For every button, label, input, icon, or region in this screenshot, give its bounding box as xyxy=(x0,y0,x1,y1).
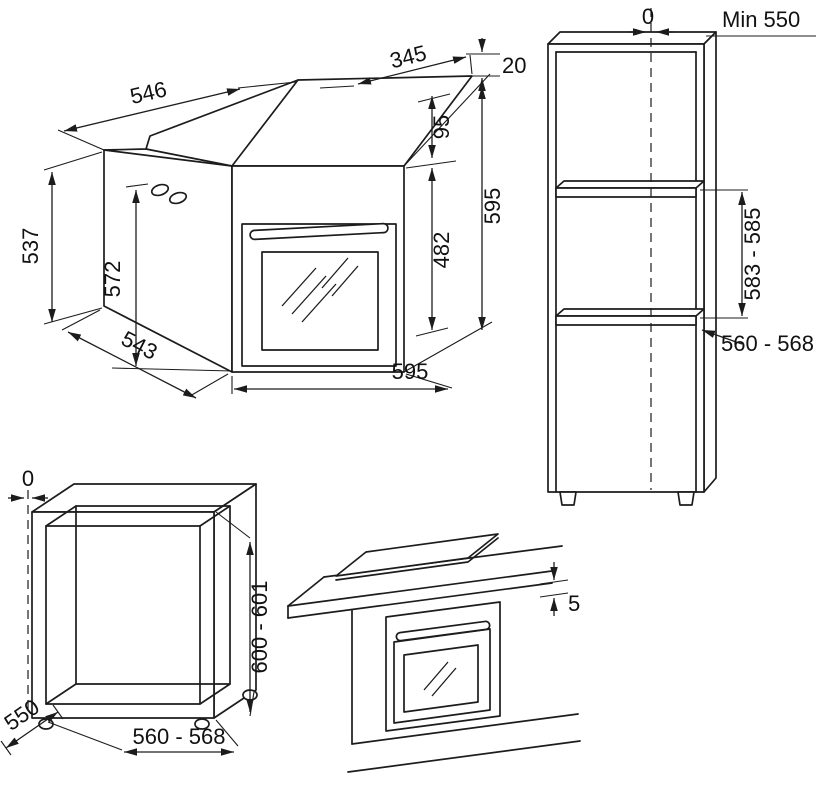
cabinet-foot xyxy=(677,491,695,506)
dim-base-niche-width: 560 - 568 xyxy=(47,719,239,756)
dim-column-niche-width: 560 - 568 xyxy=(701,329,814,356)
undercounter-oven-handle xyxy=(395,620,491,642)
dim-label-column-niche-width: 560 - 568 xyxy=(721,331,814,356)
dim-label-column-min-depth: Min 550 xyxy=(722,7,800,32)
dim-oven-front-height: 595 xyxy=(478,86,505,330)
undercounter-oven-glass xyxy=(403,644,479,713)
dim-column-zero-gap: 0 xyxy=(628,4,674,36)
dim-label-oven-top-width: 546 xyxy=(128,76,169,109)
oven-knob-icon xyxy=(150,183,170,197)
hob-oven-view: 5 xyxy=(287,533,581,773)
base-cabinet-lines xyxy=(27,483,258,730)
cabinet-foot xyxy=(559,491,577,506)
undercounter-oven-lines xyxy=(347,601,581,773)
dim-oven-front-width: 595 xyxy=(231,359,453,394)
dim-oven-back-height: 537 xyxy=(18,151,103,325)
tall-cabinet-front xyxy=(547,43,705,493)
tall-cabinet-lines xyxy=(547,8,717,506)
oven-knob-icon xyxy=(168,191,188,205)
dim-column-niche-height: 583 - 585 xyxy=(700,189,765,319)
dim-hob-gap: 5 xyxy=(539,562,580,616)
hob-surface xyxy=(335,533,499,577)
dim-base-zero-gap: 0 xyxy=(8,466,48,502)
dim-label-oven-lip: 20 xyxy=(502,53,526,78)
dim-label-column-zero: 0 xyxy=(642,4,654,29)
shelf-top xyxy=(555,180,705,189)
dim-oven-lip: 20 xyxy=(466,38,526,92)
oven-body-lines xyxy=(103,75,473,373)
base-cabinet-front xyxy=(31,511,215,719)
dim-label-oven-panel-height: 95 xyxy=(429,115,454,139)
shelf xyxy=(555,315,697,326)
oven-view: 546 345 20 95 xyxy=(18,38,526,399)
dim-label-base-zero: 0 xyxy=(22,466,34,491)
dim-label-base-height: 600 - 601 xyxy=(247,581,272,674)
cabinet-foot xyxy=(194,718,210,730)
hob-edge xyxy=(335,537,499,581)
dim-label-oven-front-width: 595 xyxy=(392,359,429,384)
shelf xyxy=(555,187,697,198)
dim-label-oven-front-height: 595 xyxy=(480,188,505,225)
tall-cabinet-view: 0 Min 550 583 - 585 560 - 568 xyxy=(547,4,816,506)
dim-label-column-niche-height: 583 - 585 xyxy=(740,208,765,301)
dim-base-height: 600 - 601 xyxy=(215,511,272,717)
hob-icon xyxy=(335,533,499,581)
dim-label-oven-door-height: 482 xyxy=(429,232,454,269)
tall-cabinet-side xyxy=(703,31,717,493)
base-cabinet-back xyxy=(75,505,231,685)
dim-label-oven-back-height: 537 xyxy=(18,228,43,265)
dim-column-min-depth: Min 550 xyxy=(706,7,816,37)
tall-cabinet-top xyxy=(547,31,717,45)
dim-label-hob-gap: 5 xyxy=(568,591,580,616)
oven-door-hatch-lines xyxy=(281,257,359,323)
dim-label-oven-body-height: 572 xyxy=(100,261,125,298)
dim-oven-panel-height: 95 xyxy=(428,96,454,158)
base-cabinet-opening xyxy=(45,525,201,705)
oven-handle xyxy=(249,222,389,241)
dim-oven-door-height: 482 xyxy=(428,168,454,330)
shelf-top xyxy=(555,308,705,317)
dim-oven-top-depth: 345 xyxy=(319,40,473,89)
dim-label-base-niche-width: 560 - 568 xyxy=(133,724,226,749)
base-cabinet-view: 0 600 - 601 550 560 - 568 xyxy=(0,466,272,756)
